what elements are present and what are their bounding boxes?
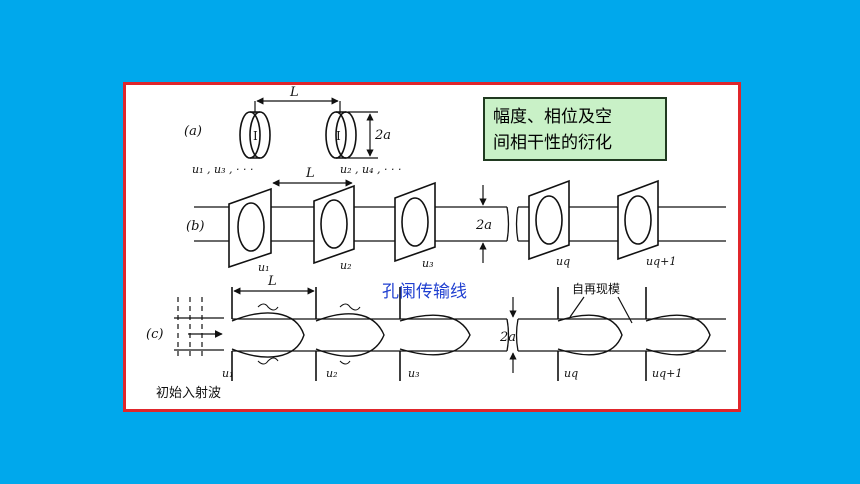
aperture-b-4 <box>528 179 570 261</box>
field-lobe-5 <box>645 314 711 356</box>
dim-c-L: L <box>267 274 277 289</box>
panel-a-label: (a) <box>184 124 202 139</box>
mirror-left <box>239 111 271 159</box>
panel-a: (a) I I L <box>184 85 401 176</box>
mirror-right <box>325 111 357 159</box>
field-lobe-1 <box>231 312 305 358</box>
aperture-c-label-3: u₃ <box>408 367 420 380</box>
dim-a-2a: 2a <box>374 128 391 143</box>
mirror-left-mark: I <box>253 129 258 143</box>
aperture-b-label-2: u₂ <box>340 259 352 272</box>
panel-c-label: (c) <box>146 327 163 342</box>
dim-c-2a: 2a <box>499 330 516 345</box>
dim-b-L: L <box>305 166 315 181</box>
figure-frame: (a) I I L <box>123 82 741 412</box>
aperture-b-label-1: u₁ <box>258 261 270 274</box>
aperture-b-1 <box>228 187 272 269</box>
note-line-1: 幅度、相位及空 <box>493 107 612 127</box>
label-u-even: u₂ , u₄ , · · · <box>340 163 401 176</box>
field-lobe-3 <box>399 314 471 356</box>
aperture-b-5 <box>617 179 659 261</box>
aperture-b-label-3: u₃ <box>422 257 434 270</box>
aperture-c-label-2: u₂ <box>326 367 338 380</box>
field-lobe-2 <box>315 313 385 357</box>
note-box: 幅度、相位及空 间相干性的衍化 <box>483 97 667 161</box>
aperture-c-label-1: u₁ <box>222 367 234 380</box>
mode-label: 自再现模 <box>572 282 620 296</box>
aperture-c-label-5: uq+1 <box>652 367 682 380</box>
incident-wave-label: 初始入射波 <box>156 385 221 401</box>
aperture-b-label-5: uq+1 <box>646 255 676 268</box>
field-lobe-4 <box>557 314 623 356</box>
aperture-b-3 <box>394 181 436 263</box>
panel-b: (b) <box>186 166 726 274</box>
aperture-b-2 <box>313 184 355 265</box>
dim-b-2a: 2a <box>475 218 492 233</box>
panel-b-label: (b) <box>186 219 204 234</box>
caption: 孔阑传输线 <box>382 282 467 302</box>
dim-a-L: L <box>289 85 299 100</box>
panel-c: (c) <box>146 274 726 401</box>
aperture-b-label-4: uq <box>556 255 570 268</box>
resonator-diagram: (a) I I L <box>146 85 726 401</box>
label-u-odd: u₁ , u₃ , · · · <box>192 163 253 176</box>
note-line-2: 间相干性的衍化 <box>493 133 612 153</box>
aperture-c-label-4: uq <box>564 367 578 380</box>
mirror-right-mark: I <box>336 129 341 143</box>
